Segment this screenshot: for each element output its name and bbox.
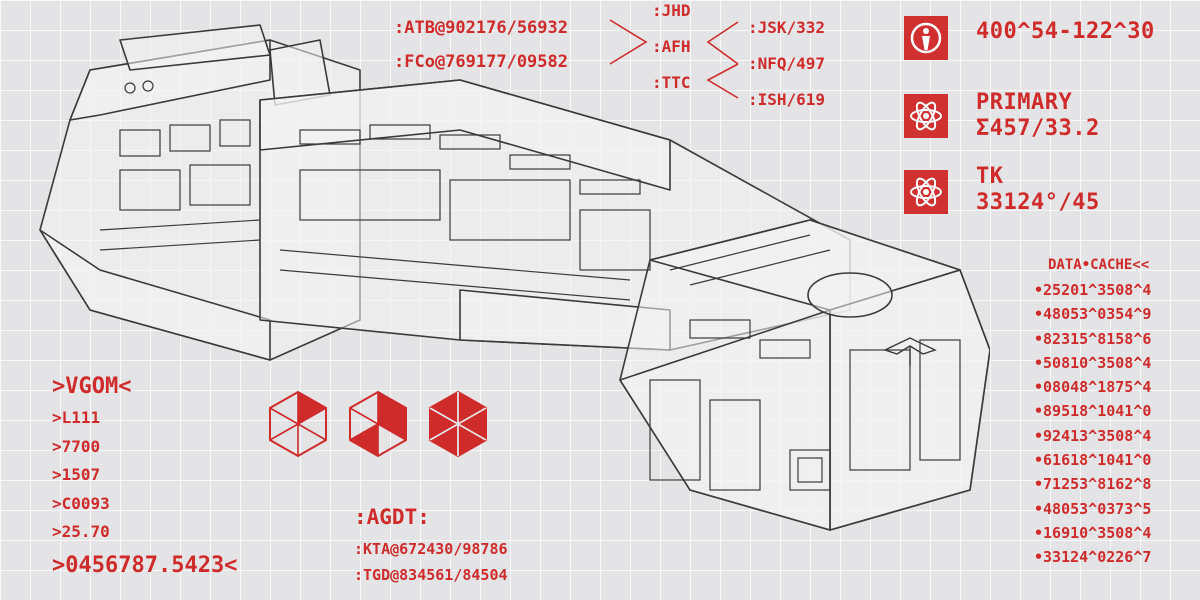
data-cache-item: •61618^1041^0: [1034, 451, 1152, 470]
agdt-item: :KTA@672430/98786: [354, 540, 508, 558]
data-cache-item: •48053^0354^9: [1034, 305, 1152, 324]
header-connector-lines: [609, 19, 739, 99]
data-cache-title: DATA•CACHE<<: [1048, 257, 1150, 273]
data-cache-item: •92413^3508^4: [1034, 426, 1152, 445]
code-line: :JHD: [652, 1, 691, 20]
agdt-item: :TGD@834561/84504: [354, 566, 508, 584]
status-label-primary: PRIMARY: [976, 90, 1073, 115]
code-line: :FCo@769177/09582: [394, 52, 568, 72]
status-value-coordinates: 400^54-122^30: [976, 19, 1155, 44]
data-cache-item: •33124^0226^7: [1034, 548, 1152, 567]
hexagon-2-icon: [349, 390, 407, 458]
agdt-title: :AGDT:: [354, 505, 430, 529]
hexagon-3-icon: [429, 390, 487, 458]
vgom-item: >C0093: [52, 493, 110, 513]
data-cache-item: •89518^1041^0: [1034, 402, 1152, 421]
data-cache-item: •71253^8162^8: [1034, 475, 1152, 494]
data-cache-item: •82315^8158^6: [1034, 329, 1152, 348]
hexagon-indicator-row: [269, 390, 487, 458]
hexagon-1-icon: [269, 390, 327, 458]
status-label-tk: TK: [976, 164, 1004, 189]
status-value-primary: Σ457/33.2: [976, 116, 1100, 141]
code-line: :ATB@902176/56932: [394, 18, 568, 38]
data-cache-list: •25201^3508^4 •48053^0354^9 •82315^8158^…: [1034, 278, 1151, 570]
vgom-item: >25.70: [52, 522, 110, 542]
code-line: :TTC: [652, 73, 691, 92]
starship-schematic-illustration: [39, 24, 990, 531]
code-line: :JSK/332: [748, 18, 826, 37]
code-line: :ISH/619: [748, 90, 826, 109]
data-cache-item: •50810^3508^4: [1034, 353, 1152, 372]
agdt-list: :KTA@672430/98786 :TGD@834561/84504: [354, 536, 508, 588]
vgom-item: >L111: [52, 408, 101, 427]
code-line: :NFQ/497: [748, 54, 826, 73]
crosshair-person-icon: [904, 16, 948, 60]
code-line: :AFH: [652, 37, 691, 56]
header-codes-left: :ATB@902176/56932 :FCo@769177/09582: [394, 11, 568, 79]
vgom-big-value: >0456787.5423<: [52, 553, 238, 578]
data-cache-item: •48053^0373^5: [1034, 499, 1152, 518]
atom-icon: [904, 170, 948, 214]
header-codes-middle: :JHD :AFH :TTC: [652, 0, 691, 101]
vgom-list: >L111 >7700 >1507 >C0093 >25.70: [52, 404, 110, 547]
vgom-item: >1507: [52, 465, 101, 485]
header-codes-right: :JSK/332 :NFQ/497 :ISH/619: [748, 10, 825, 118]
vgom-item: >7700: [52, 436, 101, 456]
data-cache-item: •08048^1875^4: [1034, 378, 1152, 397]
status-value-tk: 33124°/45: [976, 190, 1100, 215]
data-cache-item: •16910^3508^4: [1034, 523, 1152, 542]
atom-icon: [904, 94, 948, 138]
data-cache-item: •25201^3508^4: [1034, 281, 1152, 299]
vgom-title: >VGOM<: [52, 374, 132, 399]
